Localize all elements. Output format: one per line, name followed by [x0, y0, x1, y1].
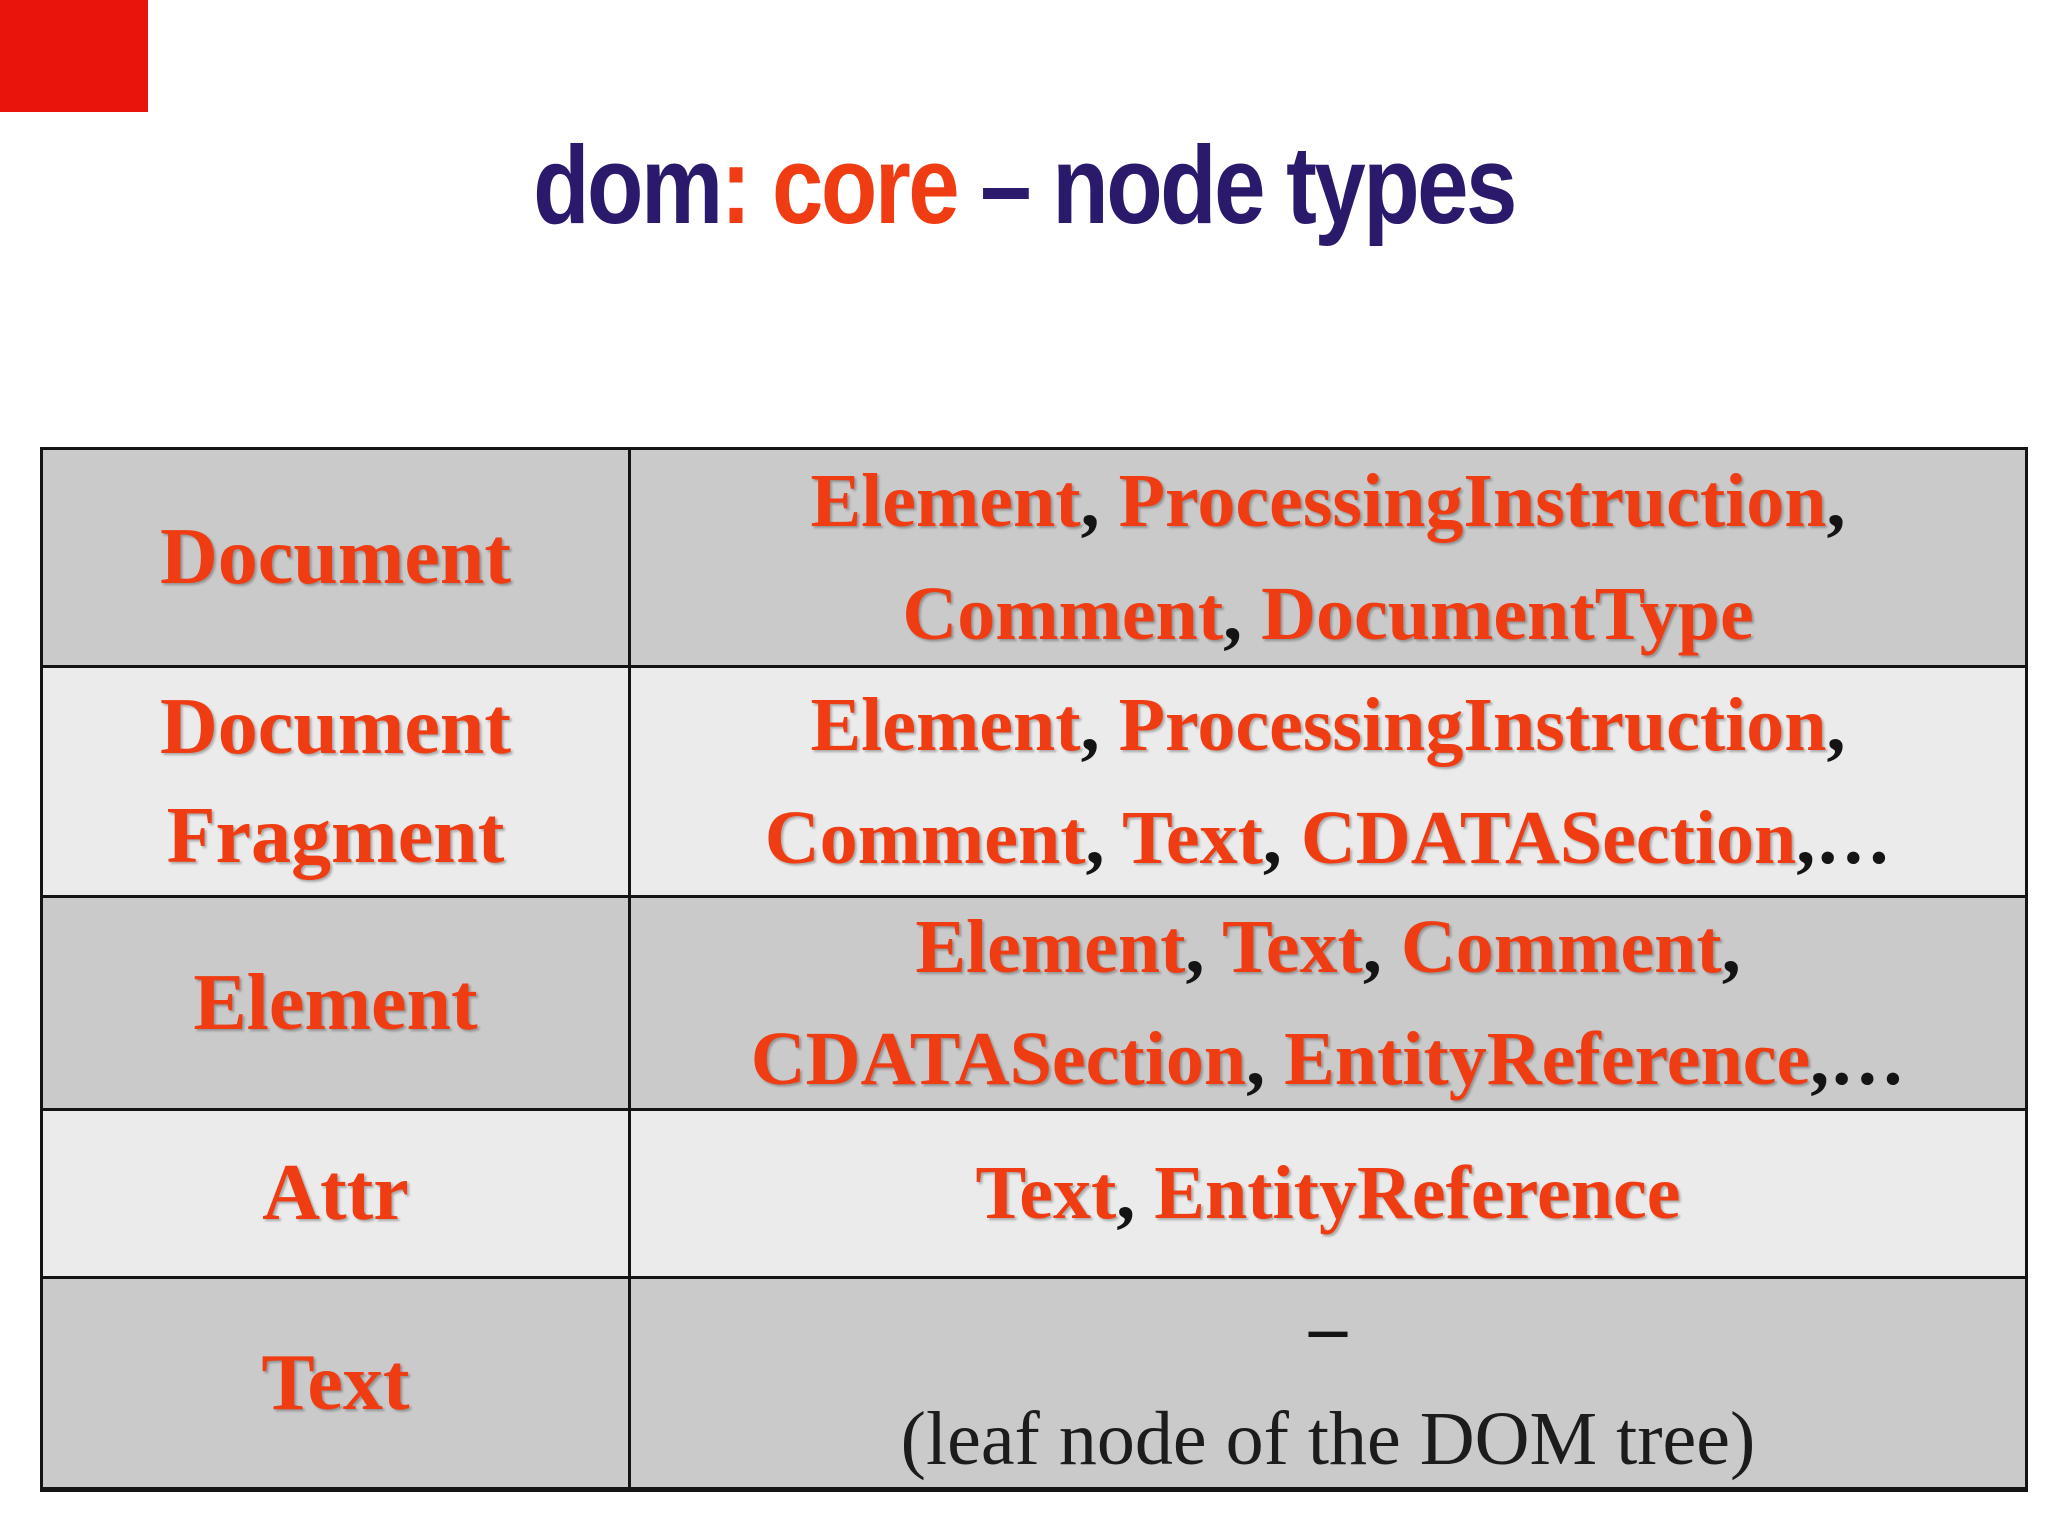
content-segment: , — [1080, 683, 1119, 768]
content-segment: Comment — [1400, 904, 1722, 989]
row-label: Document — [43, 450, 631, 665]
row-label: Element — [43, 898, 631, 1108]
table-row: Attr Text, EntityReference — [43, 1108, 2025, 1276]
content-segment: CDATASection — [750, 1017, 1247, 1101]
row-content-line: – — [1309, 1279, 1347, 1383]
row-label-line: Document — [159, 513, 512, 602]
row-content-line: Comment, Text, CDATASection,… — [765, 782, 1892, 894]
row-label: Attr — [43, 1111, 631, 1276]
content-segment: DocumentType — [1261, 571, 1754, 656]
content-segment: ,… — [1810, 1017, 1906, 1101]
row-content: Text, EntityReference — [631, 1111, 2025, 1276]
content-segment: , — [1826, 683, 1846, 768]
content-segment: Element — [810, 459, 1081, 544]
content-segment: Comment — [764, 795, 1086, 880]
title-part-dom: dom — [533, 124, 723, 247]
content-segment: ProcessingInstruction — [1118, 459, 1827, 544]
content-segment: Comment — [902, 571, 1224, 656]
row-content: Element, ProcessingInstruction,Comment, … — [631, 668, 2025, 895]
content-segment: EntityReference — [1284, 1017, 1811, 1101]
content-segment: , — [1080, 459, 1119, 544]
content-segment: Text — [1222, 904, 1363, 989]
row-label-line: Text — [261, 1338, 410, 1427]
content-segment: Element — [810, 683, 1081, 768]
title-part-node-types: node types — [1052, 124, 1517, 247]
title-part-dash: – — [957, 124, 1053, 247]
content-segment: , — [1362, 904, 1401, 989]
content-segment: ProcessingInstruction — [1118, 683, 1827, 768]
title-part-colon: : — [720, 124, 752, 247]
content-segment: EntityReference — [1154, 1151, 1681, 1236]
row-label: Text — [43, 1279, 631, 1487]
row-label-line: Document — [159, 682, 512, 771]
row-content: Element, Text, Comment,CDATASection, Ent… — [631, 898, 2025, 1108]
content-segment: ,… — [1796, 795, 1892, 880]
row-label-line: Attr — [262, 1149, 409, 1238]
content-segment: , — [1246, 1017, 1285, 1101]
row-content: – (leaf node of the DOM tree) — [631, 1279, 2025, 1487]
content-segment: – — [1309, 1284, 1347, 1369]
content-segment: (leaf node of the DOM tree) — [900, 1397, 1756, 1481]
row-content-line: (leaf node of the DOM tree) — [901, 1383, 1756, 1487]
row-content-line: CDATASection, EntityReference,… — [751, 1003, 1906, 1108]
content-segment: Text — [975, 1151, 1117, 1236]
content-segment: , — [1085, 795, 1123, 880]
content-segment: , — [1721, 904, 1741, 989]
table-row: Text – (leaf node of the DOM tree) — [43, 1276, 2025, 1487]
page-title: dom: core – node types — [164, 122, 1884, 249]
title-part-core: core — [748, 124, 960, 247]
content-segment: Element — [915, 904, 1186, 989]
row-content-line: Text, EntityReference — [976, 1137, 1681, 1249]
row-content-line: Element, ProcessingInstruction, — [810, 450, 1845, 558]
content-segment: , — [1116, 1151, 1155, 1236]
content-segment: , — [1185, 904, 1223, 989]
row-content-line: Comment, DocumentType — [902, 558, 1753, 666]
content-segment: CDATASection — [1300, 795, 1797, 880]
row-content-line: Element, Text, Comment, — [915, 898, 1740, 1003]
content-segment: , — [1223, 571, 1262, 656]
content-segment: , — [1826, 459, 1846, 544]
content-segment: , — [1262, 795, 1301, 880]
row-label-line: Fragment — [166, 791, 505, 880]
row-label-line: Element — [193, 958, 478, 1047]
red-corner-mark — [0, 0, 148, 112]
content-segment: Text — [1122, 795, 1263, 880]
row-content-line: Element, ProcessingInstruction, — [810, 669, 1845, 781]
row-content: Element, ProcessingInstruction,Comment, … — [631, 450, 2025, 665]
